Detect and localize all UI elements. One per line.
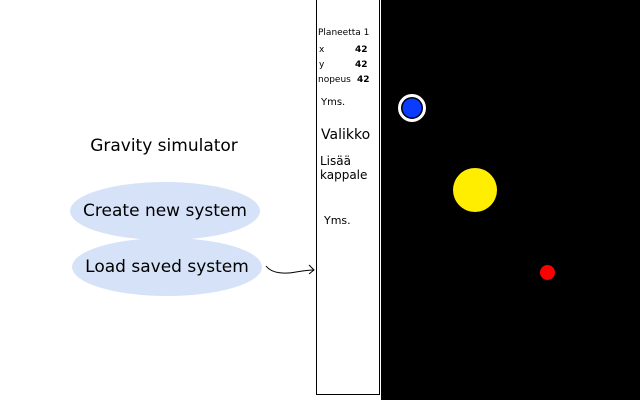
app-title: Gravity simulator xyxy=(90,136,238,156)
stat-y-label: y xyxy=(319,60,325,70)
stat-x-label: x xyxy=(319,45,325,55)
sun[interactable] xyxy=(453,168,497,212)
create-new-system-label: Create new system xyxy=(83,201,247,221)
stat-x-value: 42 xyxy=(355,45,368,55)
selected-planet[interactable] xyxy=(398,94,426,122)
menu-heading: Valikko xyxy=(321,127,371,143)
add-body-button[interactable]: Lisää kappale xyxy=(320,154,368,182)
load-saved-system-label: Load saved system xyxy=(85,257,249,277)
side-panel: Planeetta 1 x 42 y 42 nopeus 42 Yms. Val… xyxy=(316,0,380,395)
load-saved-system-button[interactable]: Load saved system xyxy=(72,238,262,296)
stat-speed-value: 42 xyxy=(357,75,370,85)
etc-text-bottom: Yms. xyxy=(324,214,351,227)
etc-text-top: Yms. xyxy=(321,97,346,108)
red-planet[interactable] xyxy=(540,265,555,280)
stat-y-value: 42 xyxy=(355,60,368,70)
planet-name: Planeetta 1 xyxy=(318,28,370,38)
hand-drawn-arrow-icon xyxy=(265,264,315,275)
create-new-system-button[interactable]: Create new system xyxy=(70,182,260,240)
stat-speed-label: nopeus xyxy=(318,75,351,85)
simulation-canvas[interactable] xyxy=(381,0,640,400)
